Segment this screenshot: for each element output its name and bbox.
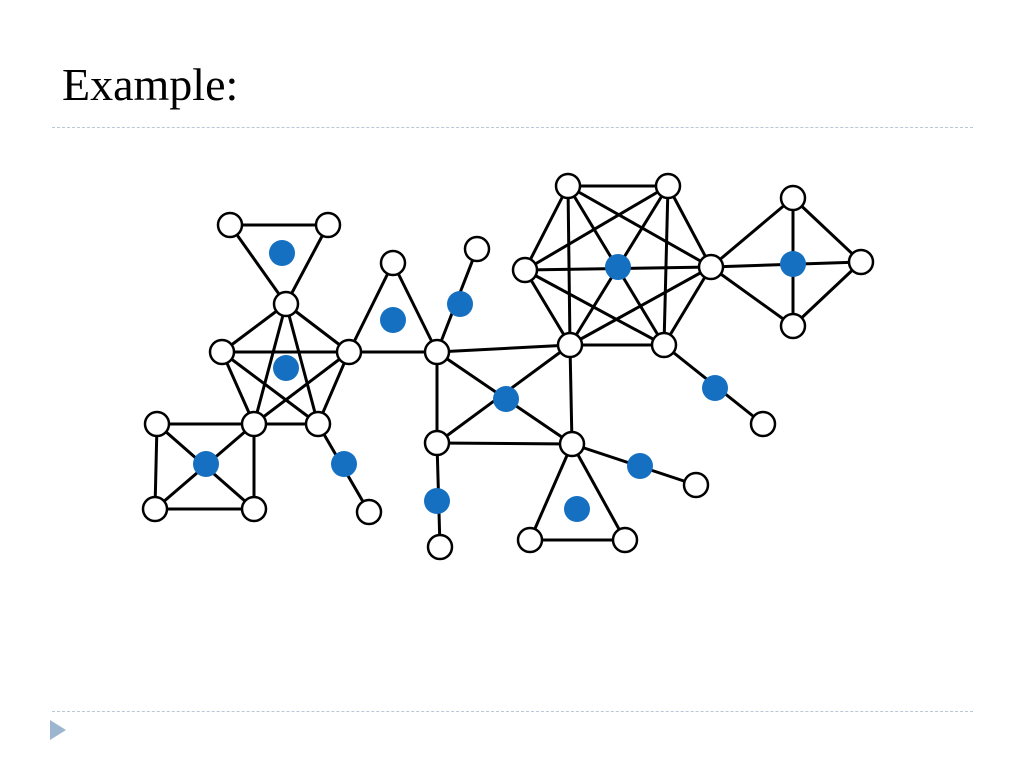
graph-edge: [436, 441, 573, 446]
graph-edge: [528, 443, 574, 541]
clique-marker: [331, 451, 357, 477]
graph-node: [304, 410, 332, 438]
graph-edge: [347, 262, 395, 353]
graph-node: [379, 249, 407, 277]
clique-marker: [493, 386, 519, 412]
graph-edge: [523, 185, 570, 271]
graph-edge: [284, 303, 320, 425]
triangle-bullet-icon: [50, 720, 66, 740]
graph-edge: [436, 343, 571, 354]
graph-node: [240, 410, 268, 438]
graph-node: [611, 526, 639, 554]
graph-edge: [569, 265, 712, 347]
graph-node: [423, 429, 451, 457]
clique-marker: [564, 496, 590, 522]
graph-node: [556, 331, 584, 359]
graph-edge: [252, 303, 288, 425]
graph-node: [208, 338, 236, 366]
clique-marker: [627, 453, 653, 479]
graph-edge: [523, 269, 572, 346]
graph-edge: [710, 196, 794, 269]
graph-edge: [567, 184, 712, 269]
graph-edge: [221, 350, 319, 426]
graph-node: [779, 312, 807, 340]
graph-node: [650, 331, 678, 359]
graph-node: [516, 526, 544, 554]
graph-node: [141, 495, 169, 523]
clique-marker: [447, 291, 473, 317]
graph-edge: [791, 260, 863, 328]
graph-node: [558, 430, 586, 458]
graph-edge: [253, 350, 350, 426]
graph-node: [554, 172, 582, 200]
graph-edge: [662, 266, 713, 346]
clique-marker: [273, 355, 299, 381]
graph-edge: [391, 262, 439, 353]
graph-node: [423, 338, 451, 366]
graph-node: [335, 338, 363, 366]
clique-marker: [193, 451, 219, 477]
graph-edges: [153, 184, 863, 548]
graph-node: [749, 410, 777, 438]
clique-marker: [780, 251, 806, 277]
graph-node: [654, 172, 682, 200]
graph-node: [240, 495, 268, 523]
graph-node: [216, 211, 244, 239]
graph-edge: [228, 224, 288, 305]
graph-node: [779, 184, 807, 212]
footer-divider: [52, 711, 973, 712]
title-divider: [52, 127, 973, 128]
clique-marker: [424, 488, 450, 514]
clique-marker: [269, 240, 295, 266]
graph-edge: [570, 443, 627, 541]
graph-edge: [524, 184, 669, 272]
graph-node: [697, 253, 725, 281]
graph-nodes: [141, 172, 875, 561]
graph-node: [511, 256, 539, 284]
graph-edge: [662, 185, 670, 346]
graph-node: [314, 211, 342, 239]
graph-edge: [710, 265, 794, 328]
graph-node: [355, 498, 383, 526]
clique-marker: [380, 307, 406, 333]
graph-edge: [221, 302, 287, 354]
graph-edge: [666, 185, 713, 268]
graph-edge: [566, 185, 572, 346]
graph-node: [847, 248, 875, 276]
graph-node: [272, 290, 300, 318]
slide-title: Example:: [62, 59, 239, 110]
graph-node: [682, 471, 710, 499]
clique-marker: [605, 254, 631, 280]
graph-edge: [153, 423, 159, 510]
graph-node: [463, 235, 491, 263]
graph-node: [426, 533, 454, 561]
graph-node: [143, 410, 171, 438]
graph-edge: [524, 268, 665, 347]
graph-edge: [791, 196, 863, 264]
graph-edge: [568, 344, 574, 445]
clique-markers: [193, 240, 806, 522]
clique-marker: [702, 375, 728, 401]
graph-edge: [284, 224, 330, 305]
